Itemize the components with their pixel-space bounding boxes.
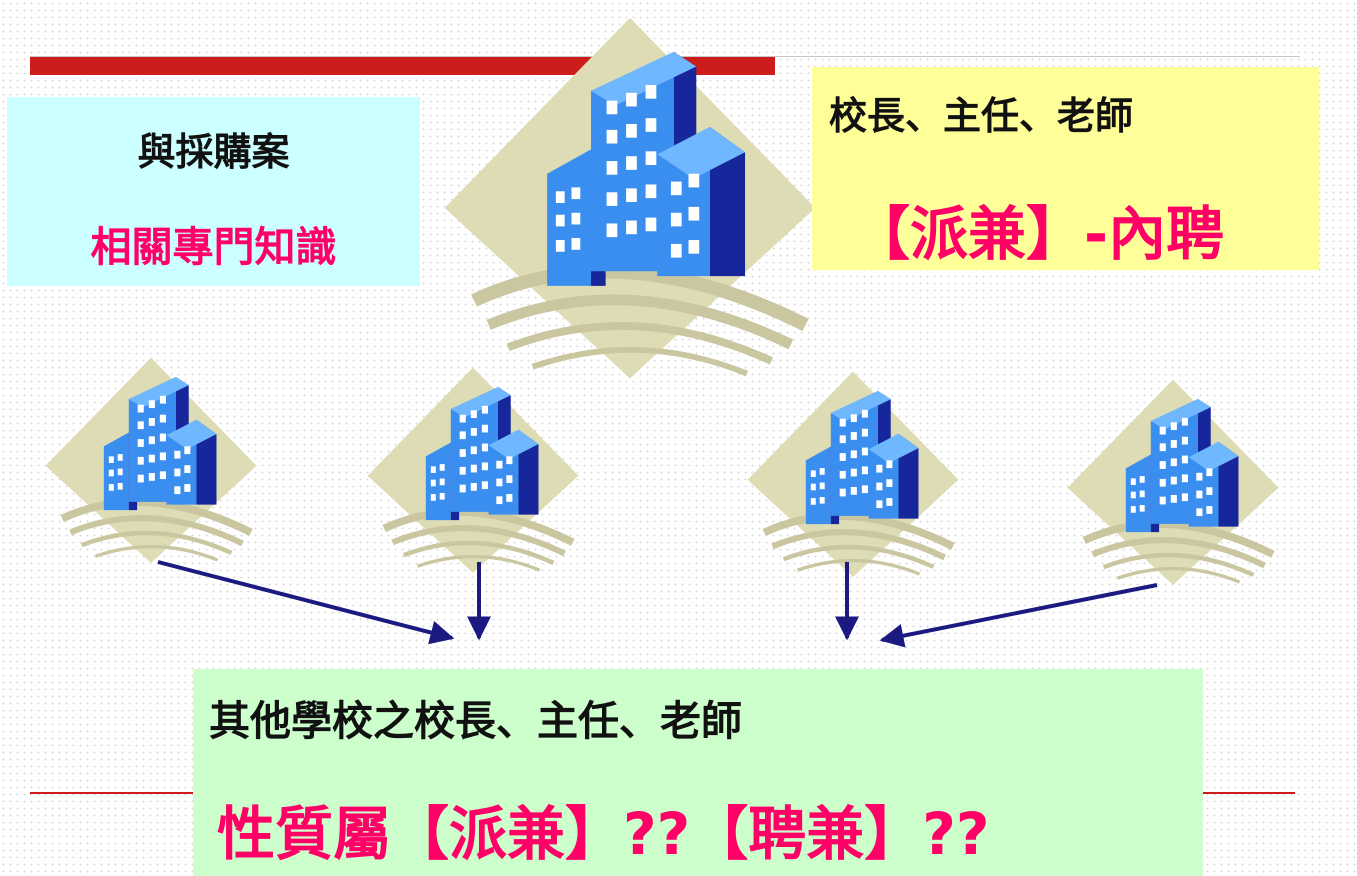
other-schools-line2: 性質屬【派兼】??【聘兼】?? <box>217 800 990 868</box>
arrow-school-4 <box>879 583 1158 648</box>
internal-staff-line1: 校長、主任、老師 <box>829 94 1134 138</box>
internal-staff-box: 校長、主任、老師 【派兼】-內聘 <box>812 67 1319 270</box>
other-schools-box: 其他學校之校長、主任、老師 性質屬【派兼】??【聘兼】?? <box>193 669 1203 876</box>
arrow-school-1 <box>157 560 455 645</box>
internal-staff-line2: 【派兼】-內聘 <box>852 200 1225 268</box>
expertise-box: 與採購案 相關專門知識 <box>7 97 420 286</box>
other-schools-line1: 其他學校之校長、主任、老師 <box>209 697 742 745</box>
expertise-line1: 與採購案 <box>137 130 290 174</box>
expertise-line2: 相關專門知識 <box>90 223 337 271</box>
